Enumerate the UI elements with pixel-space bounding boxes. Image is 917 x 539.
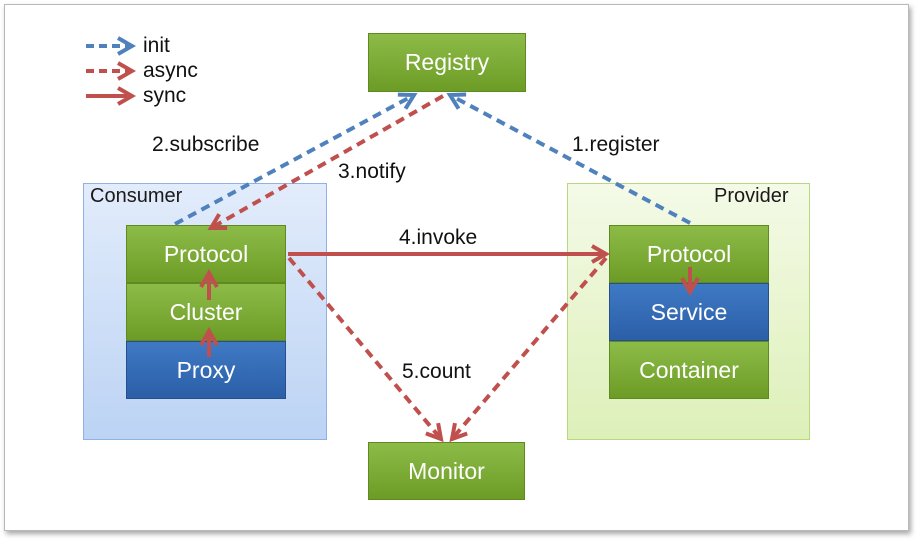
provider-service-node: Service: [609, 283, 769, 341]
count-arrow-consumer: [287, 256, 444, 443]
count-arrow-provider: [449, 256, 608, 443]
consumer-proxy-node: Proxy: [126, 341, 286, 399]
subscribe-label: 2.subscribe: [152, 133, 260, 156]
consumer-label: Consumer: [90, 185, 183, 207]
count-label: 5.count: [402, 360, 471, 383]
registry-node: Registry: [368, 33, 526, 92]
notify-label: 3.notify: [338, 160, 406, 183]
legend-init-label: init: [143, 34, 170, 57]
subscribe-arrow: [174, 92, 418, 226]
provider-label: Provider: [714, 185, 789, 207]
provider-container-node: Container: [609, 341, 769, 399]
invoke-label: 4.invoke: [399, 226, 478, 249]
legend-async-label: async: [143, 59, 198, 82]
notify-arrow: [207, 94, 444, 231]
register-label: 1.register: [572, 133, 660, 156]
register-arrow: [446, 92, 691, 225]
legend-sync-label: sync: [143, 84, 187, 107]
monitor-node: Monitor: [368, 442, 525, 500]
